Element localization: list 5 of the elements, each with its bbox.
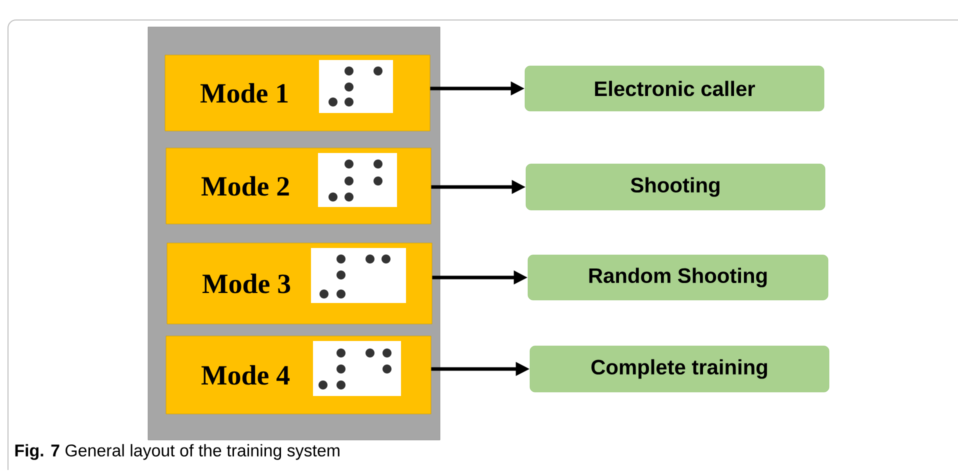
target-box: Shooting xyxy=(526,164,826,210)
target-box: Electronic caller xyxy=(524,66,824,112)
caption: Fig. 7 General layout of the training system xyxy=(15,444,340,460)
target-box: Random Shooting xyxy=(528,254,828,300)
target-box: Complete training xyxy=(530,346,830,392)
